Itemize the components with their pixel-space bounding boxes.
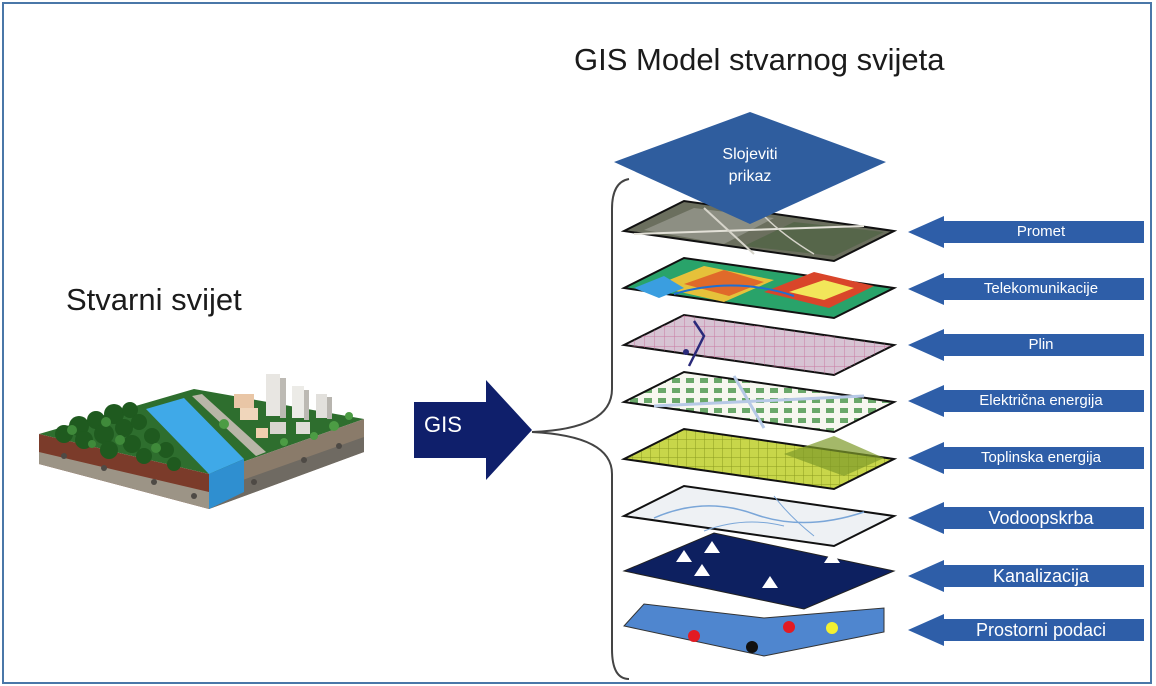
arrow-vodoopskrba-shape [908,502,1144,534]
arrow-telekomunikacije-shape [908,273,1144,305]
real-world-illustration [39,374,364,509]
real-world-label: Stvarni svijet [66,282,242,317]
arrow-prostorni-podaci-shape [908,614,1144,646]
arrow-kanalizacija-label: Kanalizacija [992,566,1090,586]
layer-stack [620,199,898,657]
arrow-kanalizacija-shape [908,560,1144,592]
arrow-vodoopskrba-label: Vodoopskrba [988,508,1094,528]
arrow-promet-label: Promet [1016,223,1066,240]
layer-traffic-map [620,199,898,263]
arrow-telekomunikacije-label: Telekomunikacije [983,280,1099,297]
layered-view-diamond [614,112,886,224]
arrow-prostorni-podaci-label: Prostorni podaci [975,620,1107,640]
arrow-elektricna-energija-shape [908,385,1144,417]
gis-arrow [414,380,532,480]
arrow-toplinska-energija-label: Toplinska energija [980,449,1102,466]
layer-gas-map [620,313,898,377]
arrow-vodoopskrba: Vodoopskrba [908,502,1144,534]
arrow-plin-label: Plin [1028,336,1054,353]
layered-view-label: Slojeviti prikaz [690,144,810,188]
arrow-kanalizacija: Kanalizacija [908,560,1144,592]
layers-brace [531,178,630,680]
arrow-telekomunikacije: Telekomunikacije [908,273,1144,305]
diagram-title: GIS Model stvarnog svijeta [574,42,945,77]
layer-water-map [620,484,898,548]
arrow-plin-shape [908,329,1144,361]
layer-sewer-map [622,532,896,610]
layered-view-label-line2: prikaz [728,168,772,185]
layer-heat-map [620,427,898,491]
arrow-elektricna-energija: Električna energija [908,385,1144,417]
arrow-toplinska-energija-shape [908,442,1144,474]
gis-arrow-label: GIS [424,412,462,437]
arrow-plin: Plin [908,329,1144,361]
arrow-elektricna-energija-label: Električna energija [979,392,1103,409]
arrow-promet-shape [908,216,1144,248]
arrow-promet: Promet [908,216,1144,248]
layer-electric-map [620,370,898,434]
layer-spatial-map [623,603,885,657]
arrow-toplinska-energija: Toplinska energija [908,442,1144,474]
arrow-prostorni-podaci: Prostorni podaci [908,614,1144,646]
layered-view-label-line1: Slojeviti [722,146,778,163]
layer-telecom-map [620,256,898,320]
